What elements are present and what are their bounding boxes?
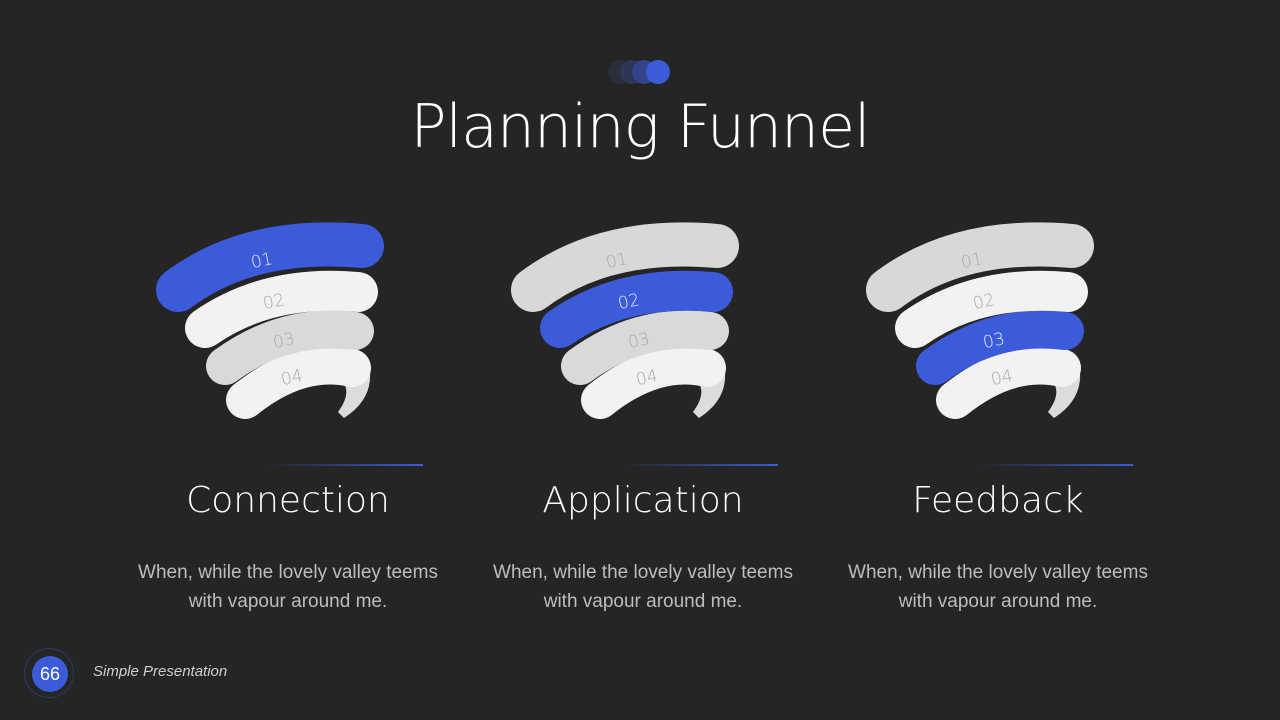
- funnel-band-3: [206, 310, 374, 385]
- funnel-band-4: [581, 346, 726, 419]
- column-description: When, while the lovely valley teems with…: [138, 562, 438, 612]
- funnel-band-3: [561, 310, 729, 385]
- funnel-band-2: [540, 270, 733, 348]
- funnel-band-1: [156, 222, 384, 312]
- funnel-band-1: [511, 222, 739, 312]
- band-label: 03: [981, 329, 1006, 353]
- accent-line: [978, 464, 1133, 466]
- band-label: 02: [971, 290, 996, 314]
- funnel: 04 03 02 01: [156, 222, 384, 419]
- footer-text: Simple Presentation: [93, 663, 228, 680]
- band-label: 04: [989, 366, 1014, 390]
- band-label: 03: [271, 329, 296, 353]
- column-description: When, while the lovely valley teems with…: [493, 562, 793, 612]
- column-title: Connection: [186, 480, 390, 521]
- funnel-band-1: [866, 222, 1094, 312]
- band-label: 03: [626, 329, 651, 353]
- band-label: 04: [634, 366, 659, 390]
- band-label: 01: [959, 249, 984, 273]
- band-label: 01: [604, 249, 629, 273]
- column-title: Application: [542, 480, 744, 521]
- decorative-dots: [608, 60, 672, 86]
- funnel-band-2: [895, 270, 1088, 348]
- funnel-band-3: [916, 310, 1084, 385]
- page-title: Planning Funnel: [410, 92, 870, 162]
- band-label: 04: [279, 366, 304, 390]
- column-description: When, while the lovely valley teems with…: [848, 562, 1148, 612]
- funnel-band-4: [226, 346, 371, 419]
- accent-line: [623, 464, 778, 466]
- funnel-band-4: [936, 346, 1081, 419]
- funnel: 04 03 02 01: [866, 222, 1094, 419]
- band-label: 02: [261, 290, 286, 314]
- page-number: 66: [32, 656, 68, 692]
- page-number-badge: 66: [24, 648, 74, 698]
- accent-line: [268, 464, 423, 466]
- band-label: 02: [616, 290, 641, 314]
- column-title: Feedback: [912, 480, 1084, 521]
- band-label: 01: [249, 249, 274, 273]
- funnel-band-2: [185, 270, 378, 348]
- funnel: 04 03 02 01: [511, 222, 739, 419]
